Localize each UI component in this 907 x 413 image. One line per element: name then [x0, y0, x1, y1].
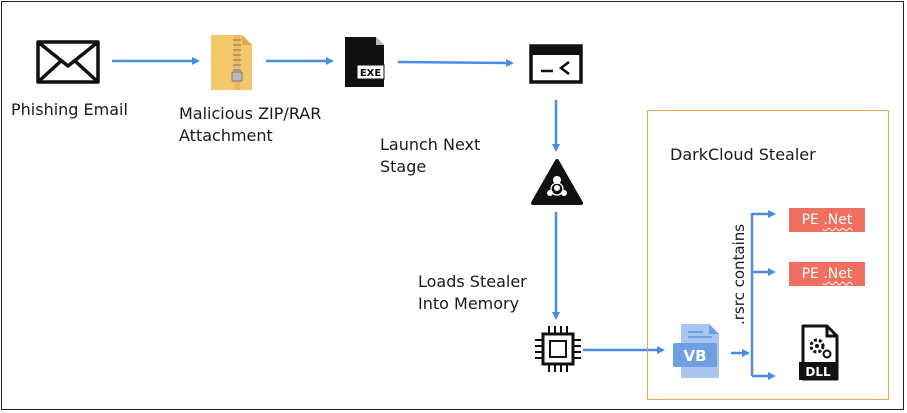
envelope-icon: [36, 40, 100, 84]
label-loads-line1: Loads Stealer: [418, 272, 527, 291]
pe-net-box-1-suffix: .Net: [823, 212, 853, 228]
flow-arrows: [112, 57, 776, 380]
pe-net-box-2: PE .Net: [789, 262, 865, 286]
zip-file-icon: [211, 35, 252, 90]
pe-net-box-2-prefix: PE: [801, 266, 824, 282]
label-launch-line1: Launch Next: [380, 135, 481, 154]
cpu-chip-icon: [535, 326, 581, 372]
pe-net-box-2-suffix: .Net: [823, 266, 853, 282]
label-loads-line2: Into Memory: [418, 294, 520, 313]
dll-badge-text: DLL: [805, 365, 831, 379]
darkcloud-stealer-title: DarkCloud Stealer: [670, 145, 816, 164]
pe-net-box-1-prefix: PE: [801, 212, 824, 228]
terminal-icon: [529, 44, 583, 84]
label-launch-line2: Stage: [380, 157, 427, 176]
dll-file-icon: DLL: [799, 324, 839, 381]
pe-net-box-1: PE .Net: [789, 208, 865, 232]
exe-badge-text: EXE: [360, 68, 382, 79]
exe-file-icon: EXE: [345, 37, 385, 87]
darkcloud-stealer-box: [647, 110, 889, 400]
vb-file-icon: VB: [673, 324, 719, 378]
rsrc-contains-label: .rsrc contains: [730, 223, 748, 325]
label-attachment-line1: Malicious ZIP/RAR: [179, 104, 322, 123]
vb-badge-text: VB: [683, 347, 706, 365]
label-phishing-email: Phishing Email: [11, 100, 128, 119]
biohazard-icon: [531, 159, 583, 205]
arrow-exe-to-terminal: [397, 58, 514, 67]
label-attachment-line2: Attachment: [179, 126, 273, 145]
